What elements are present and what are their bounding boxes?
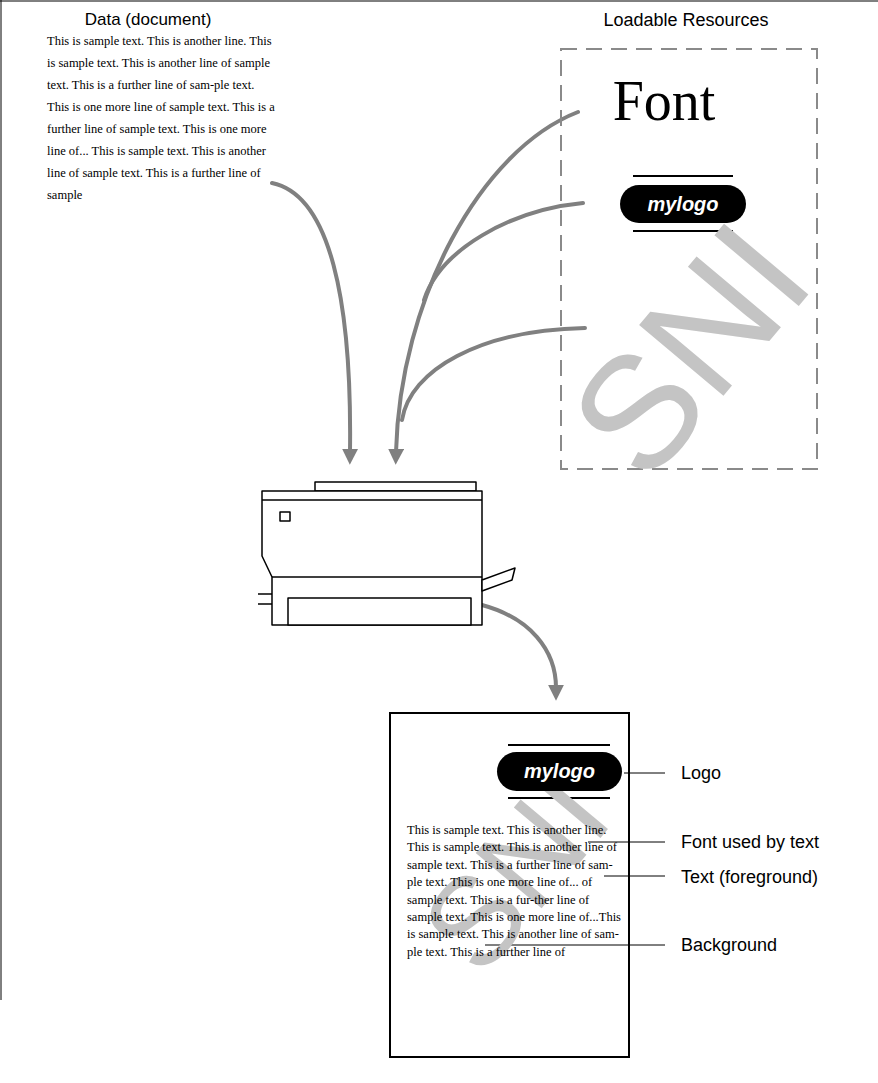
printer-body <box>262 491 482 625</box>
frame-line <box>1 0 2 1000</box>
document-text: This is sample text. This is another lin… <box>47 30 275 206</box>
printer-button <box>280 512 290 521</box>
watermark-sample: SNI <box>543 196 837 503</box>
callout-label: Logo <box>681 762 721 784</box>
flow-curve <box>424 203 583 300</box>
leader-line <box>604 876 665 877</box>
section-heading: Loadable Resources <box>536 9 836 31</box>
logo-badge: mylogo <box>620 185 746 223</box>
printer-stub <box>258 593 272 595</box>
callout-label: Background <box>681 934 777 956</box>
printed-page: This is sample text. This is another lin… <box>389 712 630 1058</box>
logo-bar <box>508 744 610 746</box>
printer-stub <box>258 603 272 605</box>
page-text: This is sample text. This is another lin… <box>407 822 626 961</box>
logo-badge: mylogo <box>497 752 622 791</box>
resource-box: Loadable ResourcesFontSNImylogo <box>560 48 818 470</box>
printer-edge <box>262 499 482 501</box>
flow-arrow <box>482 605 556 688</box>
output-tray <box>482 568 515 591</box>
callout-label: Text (foreground) <box>681 866 818 888</box>
leader-line <box>624 773 665 774</box>
printer-edge <box>272 576 482 578</box>
frame-line <box>0 1 878 2</box>
printer-lid <box>315 482 476 491</box>
callout-label: Font used by text <box>681 831 819 853</box>
font-sample: Font <box>562 73 766 129</box>
section-heading: Data (document) <box>48 9 248 31</box>
flow-arrow <box>272 183 350 452</box>
logo-bar <box>633 175 733 177</box>
logo-text: mylogo <box>620 185 746 223</box>
logo-text: mylogo <box>497 752 622 791</box>
printer-tray <box>288 598 471 625</box>
